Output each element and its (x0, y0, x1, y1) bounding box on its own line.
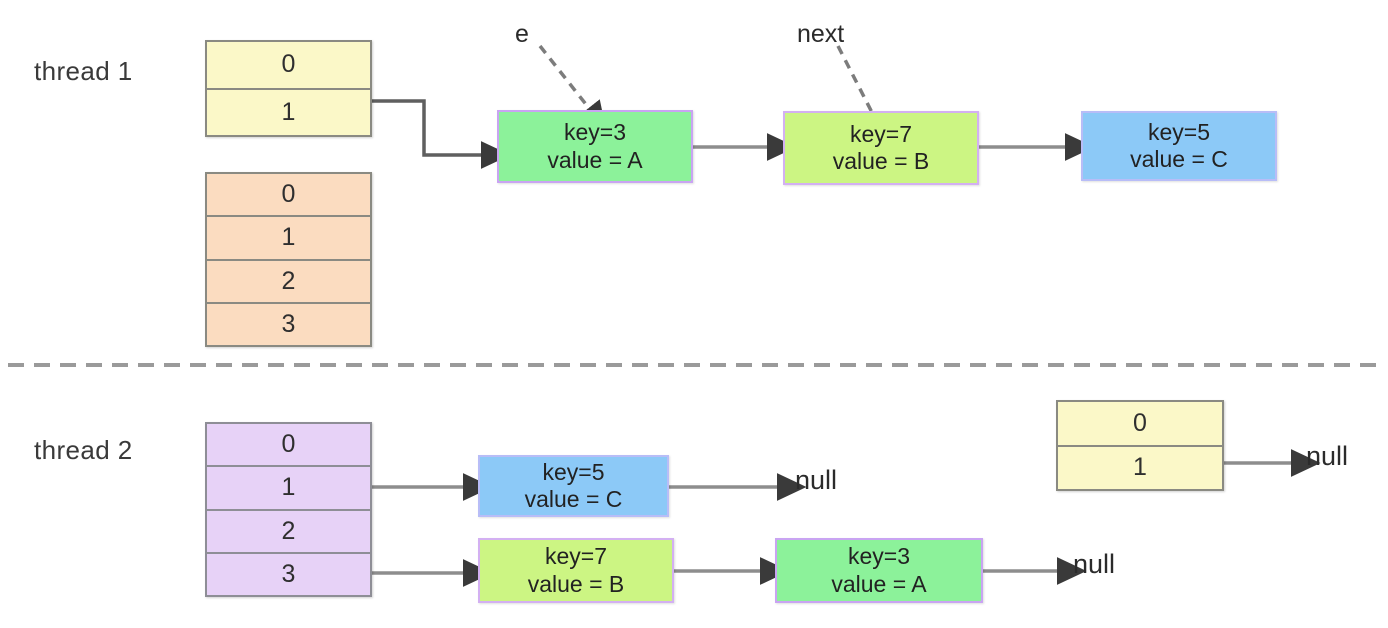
node-value: value = A (831, 570, 927, 597)
null-label-newtable: null (1306, 441, 1349, 471)
node-key: key=3 (563, 119, 626, 146)
t2-node-key5[interactable]: key=5 value = C (478, 455, 669, 517)
t1-node-key7[interactable]: key=7 value = B (783, 111, 979, 185)
null-label-t2-bucket3: null (1073, 549, 1116, 579)
table-row[interactable]: 1 (207, 467, 370, 511)
thread1-yellow-table: 0 1 (205, 40, 372, 137)
t1-node-key5[interactable]: key=5 value = C (1081, 111, 1277, 181)
node-value: value = C (1130, 146, 1228, 172)
t2-node-key3[interactable]: key=3 value = A (775, 538, 983, 603)
pointer-label-next: next (797, 20, 845, 48)
thread-1-label: thread 1 (34, 56, 133, 86)
table-row[interactable]: 0 (1058, 402, 1222, 447)
node-value: value = B (527, 570, 625, 597)
table-row[interactable]: 1 (207, 217, 370, 261)
t2-node-key7[interactable]: key=7 value = B (478, 538, 674, 603)
table-row[interactable]: 0 (207, 424, 370, 468)
table-row[interactable]: 1 (207, 89, 370, 135)
thread1-orange-table: 0 1 2 3 (205, 172, 372, 347)
table-row[interactable]: 1 (1058, 446, 1222, 489)
thread2-purple-table: 0 1 2 3 (205, 422, 372, 597)
table-row[interactable]: 0 (207, 42, 370, 90)
node-key: key=7 (849, 120, 912, 147)
arrow-t1-bucket1-to-key3 (372, 99, 511, 169)
table-row[interactable]: 0 (207, 174, 370, 218)
pointer-arrow-e (538, 44, 607, 130)
node-key: key=5 (1147, 118, 1210, 145)
table-row[interactable]: 3 (207, 303, 370, 345)
t1-node-key3[interactable]: key=3 value = A (497, 110, 693, 183)
node-value: value = B (832, 148, 930, 174)
node-value: value = A (547, 146, 643, 173)
node-key: key=5 (542, 458, 605, 485)
null-label-t2-bucket1: null (795, 465, 838, 495)
thread-2-label: thread 2 (34, 435, 133, 465)
node-key: key=3 (847, 543, 910, 570)
pointer-label-e: e (515, 20, 529, 48)
table-row[interactable]: 2 (207, 260, 370, 304)
node-key: key=7 (544, 543, 607, 570)
node-value: value = C (524, 486, 623, 512)
table-row[interactable]: 2 (207, 510, 370, 554)
thread2-yellow-table: 0 1 (1056, 400, 1224, 491)
table-row[interactable]: 3 (207, 553, 370, 595)
